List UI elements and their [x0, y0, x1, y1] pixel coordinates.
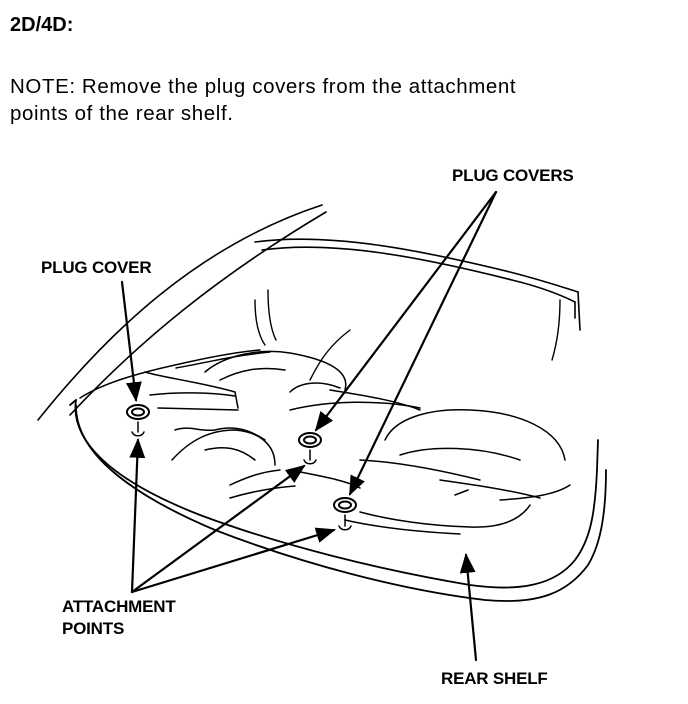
plug-cover-left — [127, 405, 149, 419]
attachment-point-center — [304, 450, 316, 464]
label-attachment-points-line-2: POINTS — [62, 619, 125, 638]
label-plug-cover: PLUG COVER — [41, 258, 152, 277]
leader-attachment-center — [132, 464, 306, 592]
leader-plug-covers-right — [350, 192, 496, 496]
leader-lines — [122, 192, 496, 660]
note-line-2: points of the rear shelf. — [10, 102, 234, 125]
label-attachment-points: ATTACHMENT POINTS — [62, 596, 176, 640]
attachment-point-right — [339, 515, 351, 530]
leader-plug-cover — [122, 282, 142, 402]
leader-rear-shelf — [459, 553, 476, 660]
leader-attachment-left — [129, 438, 146, 592]
seat-outlines — [80, 350, 570, 534]
plug-cover-right — [334, 498, 356, 512]
note-text: NOTE: Remove the plug covers from the at… — [10, 73, 650, 127]
note-line-1: NOTE: Remove the plug covers from the at… — [10, 75, 517, 98]
interior-pillars — [255, 290, 560, 380]
rear-window-outline — [38, 205, 580, 420]
label-rear-shelf: REAR SHELF — [441, 669, 548, 688]
leader-attachment-right — [132, 527, 336, 592]
label-plug-covers: PLUG COVERS — [452, 166, 574, 185]
label-attachment-points-line-1: ATTACHMENT — [62, 597, 176, 616]
plug-cover-center — [299, 433, 321, 447]
attachment-point-left — [132, 422, 144, 436]
leader-plug-covers-center — [314, 192, 496, 432]
section-heading: 2D/4D: — [10, 14, 74, 36]
rear-shelf-panel — [70, 400, 606, 601]
